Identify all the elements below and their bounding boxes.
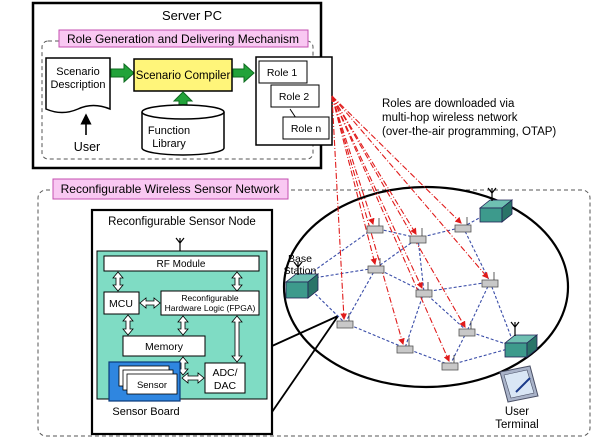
server-pc-title: Server PC bbox=[162, 8, 222, 23]
sensor-node-icon bbox=[409, 228, 427, 244]
mechanism-label-box bbox=[58, 29, 309, 48]
otap-note-line-1: Roles are downloaded via bbox=[382, 98, 515, 110]
scenario-label-1: Scenario bbox=[56, 66, 99, 78]
node-antenna-head bbox=[175, 237, 185, 244]
scenario-description-box bbox=[45, 57, 111, 114]
adc-label-1: ADC/ bbox=[212, 367, 237, 379]
role-1-box bbox=[258, 60, 308, 84]
function-library-cylinder bbox=[141, 112, 225, 156]
fpga-label-2: Hardware Logic (FPGA) bbox=[165, 303, 256, 313]
network-dashed-box bbox=[37, 189, 591, 437]
sensor-card-front bbox=[126, 373, 178, 395]
sensor-node-icon bbox=[458, 321, 476, 337]
mcu-box bbox=[103, 291, 140, 315]
gateway-icon-top bbox=[478, 187, 514, 223]
sensor-node-title: Reconfigurable Sensor Node bbox=[108, 216, 256, 228]
zoom-line-top bbox=[271, 315, 339, 347]
user-label: User bbox=[74, 140, 100, 154]
base-station-label-2: Station bbox=[284, 265, 317, 277]
sensor-node-icon bbox=[396, 338, 414, 354]
sensor-board-label: Sensor Board bbox=[112, 406, 179, 418]
network-label-box bbox=[52, 178, 289, 200]
fpga-label-1: Reconfigurable bbox=[181, 293, 238, 303]
role-n-label: Role n bbox=[291, 123, 322, 135]
sensor-node-icon bbox=[366, 218, 384, 234]
otap-arrows bbox=[331, 95, 489, 363]
base-station-icon bbox=[284, 261, 320, 299]
mcu-label: MCU bbox=[109, 298, 133, 310]
arrow-scenario-to-compiler bbox=[110, 62, 135, 84]
sensor-node-icon bbox=[415, 282, 433, 298]
adc-dac-box bbox=[204, 362, 246, 394]
sensor-node-icon bbox=[336, 313, 354, 329]
sensor-node-icon bbox=[367, 258, 385, 274]
memory-box bbox=[122, 335, 206, 357]
user-terminal-icon bbox=[499, 365, 539, 403]
adc-label-2: DAC bbox=[214, 380, 237, 392]
role-2-box bbox=[270, 84, 320, 108]
function-library-label-1: Function bbox=[148, 125, 190, 137]
base-station-label-1: Base bbox=[288, 253, 312, 265]
scenario-label-2: Description bbox=[50, 79, 105, 91]
scenario-compiler-label: Scenario Compiler bbox=[136, 70, 231, 82]
network-nodes bbox=[336, 217, 499, 371]
rf-module-label: RF Module bbox=[157, 259, 206, 270]
sensor-node-icon bbox=[454, 217, 472, 233]
user-terminal-label-1: User bbox=[505, 406, 529, 418]
function-library-label-2: Library bbox=[152, 138, 186, 150]
memory-label: Memory bbox=[145, 341, 184, 353]
rf-module-box bbox=[103, 255, 260, 272]
mechanism-label: Role Generation and Delivering Mechanism bbox=[67, 32, 299, 46]
otap-note-line-2: multi-hop wireless network bbox=[382, 112, 518, 124]
gateway-icon-bottom bbox=[503, 321, 539, 358]
sensor-node-icon bbox=[481, 272, 499, 288]
role-1-label: Role 1 bbox=[267, 67, 298, 79]
fpga-box bbox=[160, 290, 260, 316]
role-2-label: Role 2 bbox=[279, 91, 310, 103]
scenario-compiler-box bbox=[133, 58, 233, 92]
user-terminal-label-2: Terminal bbox=[495, 419, 538, 431]
function-library-top bbox=[141, 104, 225, 120]
otap-note-line-3: (over-the-air programming, OTAP) bbox=[382, 126, 556, 138]
arrow-compiler-to-roles bbox=[232, 62, 255, 84]
network-label: Reconfigurable Wireless Sensor Network bbox=[61, 182, 281, 196]
sensor-node-icon bbox=[441, 355, 459, 371]
role-n-box bbox=[282, 116, 330, 140]
network-ellipse bbox=[282, 185, 570, 389]
sensor-label: Sensor bbox=[137, 380, 167, 391]
zoom-line-bottom bbox=[271, 315, 339, 413]
